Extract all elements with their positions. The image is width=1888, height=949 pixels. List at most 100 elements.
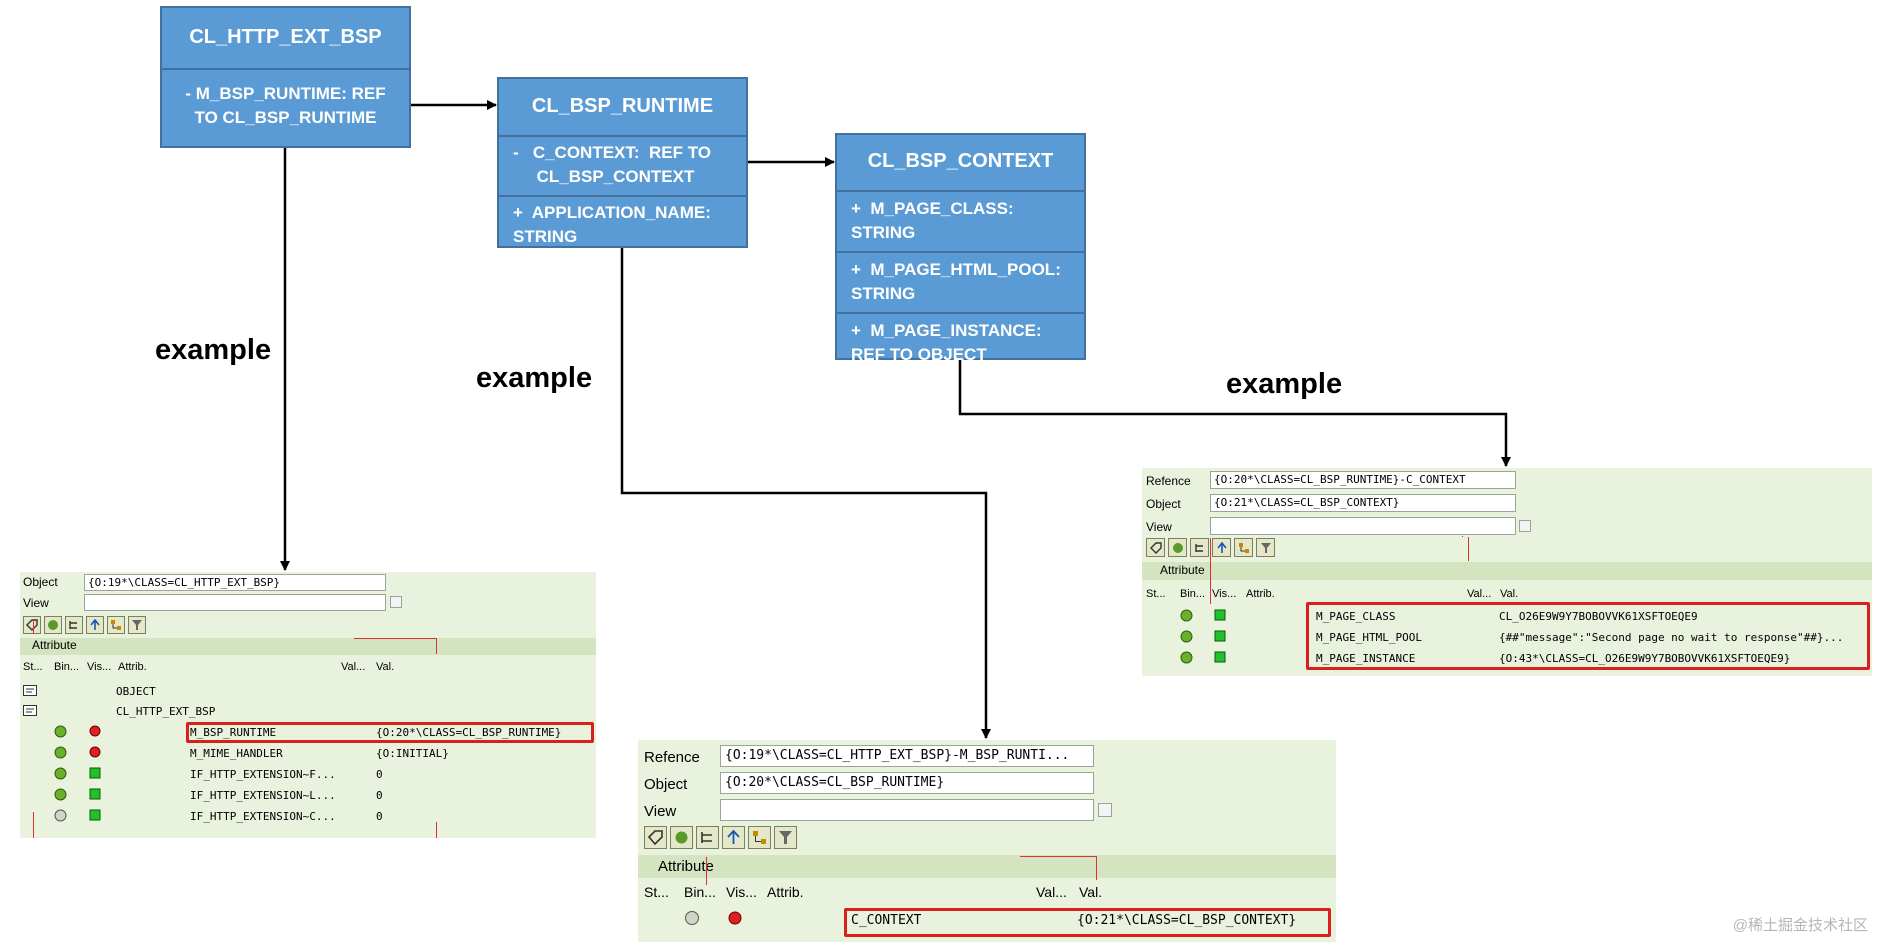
ref-icon <box>54 788 67 804</box>
highlight-line <box>1020 856 1096 857</box>
ref-icon <box>54 809 67 825</box>
public-icon <box>89 788 101 803</box>
view-label: View <box>1146 520 1172 534</box>
ref-icon <box>54 746 67 762</box>
tree-icon[interactable] <box>696 826 719 849</box>
table-row-name: IF_HTTP_EXTENSION~F... <box>190 768 336 781</box>
ref-icon <box>1180 630 1193 646</box>
refresh-icon[interactable] <box>670 826 693 849</box>
view-field[interactable] <box>720 799 1094 821</box>
view-label: View <box>644 803 677 820</box>
col-visibility: Vis... <box>87 661 112 673</box>
tag-icon[interactable] <box>644 826 667 849</box>
ref-icon <box>1180 609 1193 625</box>
ref-icon <box>1180 651 1193 667</box>
highlight-line <box>33 620 34 634</box>
tree-icon[interactable] <box>65 616 83 634</box>
table-row-name[interactable]: M_PAGE_HTML_POOL <box>1316 631 1422 644</box>
table-row-value: {O:21*\CLASS=CL_BSP_CONTEXT} <box>1077 913 1297 928</box>
copy-icon[interactable] <box>1098 803 1112 817</box>
col-status: St... <box>644 884 669 900</box>
tree-icon[interactable] <box>1190 538 1209 557</box>
private-icon <box>728 911 742 929</box>
highlight-box <box>1306 602 1870 670</box>
arrow-icon[interactable] <box>1212 538 1231 557</box>
table-row-value: 0 <box>376 789 383 802</box>
col-attribute: Attrib. <box>118 661 147 673</box>
connector-context-example <box>958 360 1511 467</box>
hierarchy-icon[interactable] <box>1234 538 1253 557</box>
highlight-line <box>1210 538 1211 604</box>
private-icon <box>89 725 101 740</box>
col-status: St... <box>1146 588 1166 600</box>
class-attribute: + M_PAGE_HTML_POOL: STRING <box>837 253 1084 314</box>
object-field[interactable]: {O:20*\CLASS=CL_BSP_RUNTIME} <box>720 772 1094 794</box>
filter-icon[interactable] <box>128 616 146 634</box>
arrow-icon[interactable] <box>722 826 745 849</box>
highlight-box <box>844 908 1331 937</box>
highlight-line <box>1096 856 1097 880</box>
reference-label: Refence <box>1146 474 1191 488</box>
copy-icon[interactable] <box>390 596 402 608</box>
view-label: View <box>23 596 49 610</box>
class-title: CL_BSP_RUNTIME <box>499 79 746 137</box>
view-field[interactable] <box>84 594 386 611</box>
class-attribute: - M_BSP_RUNTIME: REF TO CL_BSP_RUNTIME <box>185 84 386 127</box>
col-binding: Bin... <box>54 661 80 673</box>
ref-icon <box>54 725 67 741</box>
col-binding: Bin... <box>1180 588 1206 600</box>
public-icon <box>1214 651 1226 666</box>
reference-label: Refence <box>644 749 700 766</box>
highlight-line <box>1462 536 1463 537</box>
object-field[interactable]: {O:19*\CLASS=CL_HTTP_EXT_BSP} <box>84 574 386 591</box>
col-value: Val. <box>1500 588 1519 600</box>
class-title: CL_BSP_CONTEXT <box>837 135 1084 192</box>
col-value-type: Val... <box>341 661 366 673</box>
refresh-icon[interactable] <box>44 616 62 634</box>
copy-icon[interactable] <box>1519 520 1531 532</box>
table-row-name[interactable]: M_PAGE_CLASS <box>1316 610 1396 623</box>
tag-icon[interactable] <box>1146 538 1165 557</box>
refresh-icon[interactable] <box>1168 538 1187 557</box>
col-value-type: Val... <box>1036 884 1067 900</box>
watermark: @稀土掘金技术社区 <box>1732 917 1868 934</box>
highlight-line <box>436 638 437 654</box>
table-row-name[interactable]: M_PAGE_INSTANCE <box>1316 652 1416 665</box>
col-attribute: Attrib. <box>767 884 804 900</box>
ref-icon <box>684 910 700 930</box>
object-label: Object <box>23 575 58 589</box>
connector-runtime-example <box>620 248 991 739</box>
table-row-value: {O:43*\CLASS=CL_O26E9W9Y7BOBOVVK61XSFTOE… <box>1499 652 1791 665</box>
debugger-panel-context: Refence {O:20*\CLASS=CL_BSP_RUNTIME}-C_C… <box>1142 468 1872 676</box>
private-icon <box>89 746 101 761</box>
attribute-section: Attribute <box>1142 562 1872 580</box>
hierarchy-icon[interactable] <box>107 616 125 634</box>
object-icon <box>23 685 37 699</box>
filter-icon[interactable] <box>774 826 797 849</box>
arrow-icon[interactable] <box>86 616 104 634</box>
hierarchy-icon[interactable] <box>748 826 771 849</box>
object-icon <box>23 705 37 719</box>
example-label: example <box>155 334 272 366</box>
col-value-type: Val... <box>1467 588 1492 600</box>
highlight-line <box>1468 537 1469 561</box>
class-box-cl-bsp-runtime: CL_BSP_RUNTIME - C_CONTEXT: REF TO CL_BS… <box>497 77 748 248</box>
object-field[interactable]: {O:21*\CLASS=CL_BSP_CONTEXT} <box>1210 494 1516 512</box>
class-attribute: + M_PAGE_CLASS: STRING <box>837 192 1084 253</box>
table-row-value: 0 <box>376 768 383 781</box>
col-value: Val. <box>1079 884 1103 900</box>
table-row-name[interactable]: C_CONTEXT <box>851 913 922 928</box>
col-binding: Bin... <box>684 884 716 900</box>
attribute-section: Attribute <box>638 855 1336 878</box>
table-row-name: CL_HTTP_EXT_BSP <box>116 705 216 718</box>
class-attribute: + APPLICATION_NAME: STRING <box>513 203 711 246</box>
view-field[interactable] <box>1210 517 1516 535</box>
tag-icon[interactable] <box>23 616 41 634</box>
filter-icon[interactable] <box>1256 538 1275 557</box>
table-row-name[interactable]: M_BSP_RUNTIME <box>190 726 277 739</box>
reference-field[interactable]: {O:19*\CLASS=CL_HTTP_EXT_BSP}-M_BSP_RUNT… <box>720 745 1094 767</box>
example-label: example <box>1226 368 1343 400</box>
table-row-name: OBJECT <box>116 685 156 698</box>
reference-field[interactable]: {O:20*\CLASS=CL_BSP_RUNTIME}-C_CONTEXT <box>1210 471 1516 489</box>
table-row-name: IF_HTTP_EXTENSION~C... <box>190 810 336 823</box>
